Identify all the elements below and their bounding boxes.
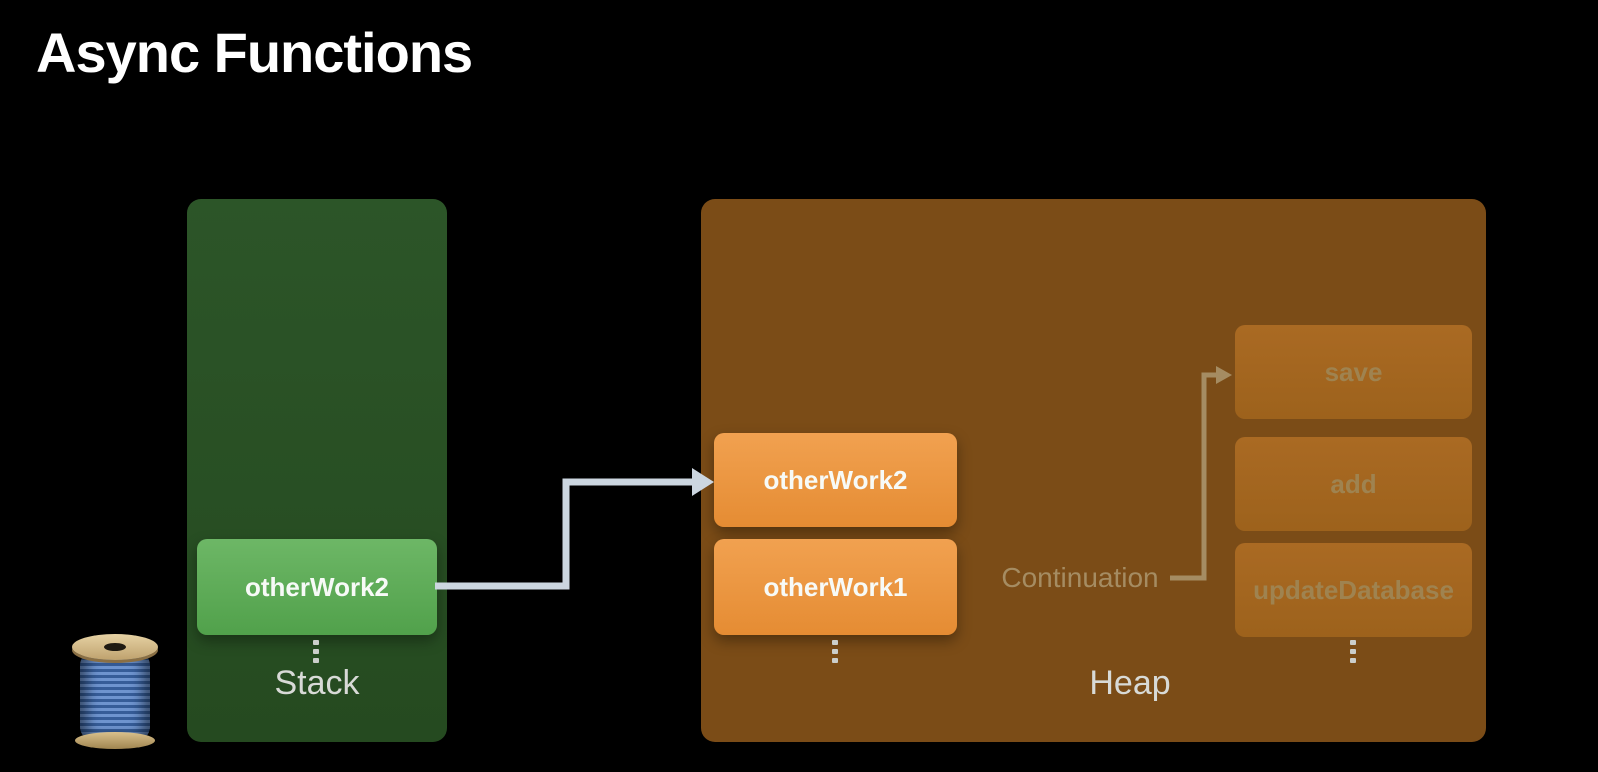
stack-to-heap-arrow [435,468,714,590]
dot [1350,640,1356,645]
slide-title: Async Functions [36,21,473,84]
spool-hole [104,643,126,651]
dot [832,640,838,645]
heap-box-otherwork2: otherWork2 [714,433,957,527]
spool-thread [80,654,150,738]
stack-frame-label: otherWork2 [245,571,389,602]
dot [313,649,319,654]
dot [1350,658,1356,663]
heap-label: Heap [1089,664,1171,702]
stack-frame-otherwork2: otherWork2 [197,539,437,635]
dot [1350,649,1356,654]
thread-spool-icon [72,630,158,750]
continuation-label: Continuation [1001,562,1159,593]
dot [832,649,838,654]
heap-box-label: add [1330,468,1377,499]
heap-box-label: otherWork2 [763,464,908,495]
heap-box-save: save [1235,325,1472,419]
heap-suspended-ellipsis-icon [1350,640,1356,663]
stack-label: Stack [274,664,360,702]
spool-cap-bottom [75,732,155,749]
heap-box-otherwork1: otherWork1 [714,539,957,635]
dot [832,658,838,663]
heap-box-updatedatabase: updateDatabase [1235,543,1472,637]
heap-box-label: updateDatabase [1253,574,1454,605]
dot [313,658,319,663]
heap-box-add: add [1235,437,1472,531]
heap-box-label: otherWork1 [763,571,908,602]
stack-ellipsis-icon [313,640,319,663]
heap-active-ellipsis-icon [832,640,838,663]
heap-box-label: save [1324,356,1383,387]
dot [313,640,319,645]
